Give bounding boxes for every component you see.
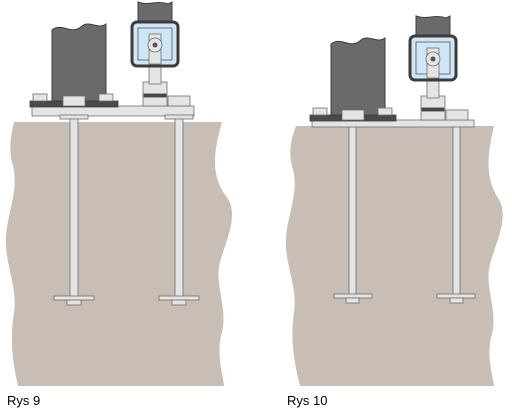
rod-nut-right (445, 109, 469, 121)
anchor-rod-left (348, 117, 357, 297)
concrete-foundation (5, 122, 233, 386)
guide-channel-top (415, 15, 451, 39)
guide-channel-top (137, 1, 173, 25)
concrete-foundation (285, 126, 503, 386)
post (330, 37, 386, 116)
bracket-nut-right (377, 107, 393, 116)
base-plate (31, 105, 195, 117)
roller-hub (430, 56, 436, 62)
figure-caption-left: Rys 9 (7, 393, 41, 408)
anchor-nut-left (345, 297, 360, 304)
anchor-rod-left (69, 117, 79, 305)
bracket-nut-left (32, 93, 48, 102)
anchor-rod-right (174, 117, 184, 305)
bracket-nut-left (312, 107, 328, 116)
roller-hub (152, 42, 158, 48)
figure-caption-right: Rys 10 (287, 393, 328, 408)
rod-nut-right (167, 95, 191, 107)
anchor-nut-right (171, 299, 187, 306)
post (51, 23, 107, 102)
figure-rys-9 (5, 1, 233, 386)
carriage-bolt (143, 93, 167, 98)
figure-rys-10 (285, 15, 503, 386)
anchor-washer-left (53, 295, 95, 301)
anchor-washer-right (436, 293, 476, 299)
anchor-washer-left (333, 293, 373, 299)
anchor-nut-right (449, 297, 464, 304)
bracket-nut-right (98, 93, 114, 102)
carriage-bolt (421, 107, 445, 112)
anchor-washer-right (158, 295, 200, 301)
anchor-rod-right (452, 117, 461, 297)
rod-nut-left (62, 95, 86, 107)
rod-washer-left (59, 114, 89, 120)
rod-nut-left (341, 109, 365, 121)
anchor-nut-left (66, 299, 82, 306)
rod-washer-right (164, 114, 194, 120)
